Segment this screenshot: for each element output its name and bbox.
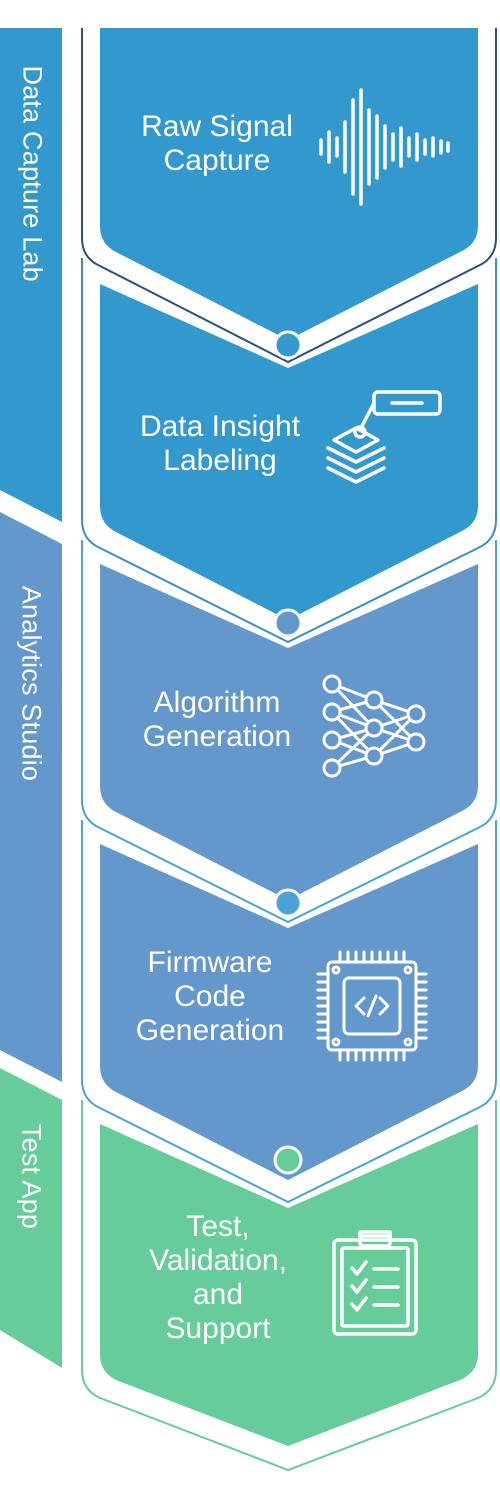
step-label-data-insight-labeling: Data Insight Labeling [120, 410, 320, 478]
step-2-line-1: Data Insight [139, 410, 301, 443]
sidebar-label-analytics-studio: Analytics Studio [16, 585, 47, 782]
sidebar-band-studio [0, 512, 62, 1082]
chevron-outline-3 [81, 540, 497, 924]
sidebar-band-test [0, 1068, 62, 1368]
step-5-line-4: Support [165, 1312, 271, 1345]
clipboard-checklist-icon [332, 1230, 418, 1336]
connector-dot-1 [273, 330, 303, 360]
step-3-line-1: Algorithm [153, 686, 281, 719]
step-5-line-2: Validation, [149, 1244, 287, 1277]
step-5-line-1: Test, [186, 1210, 250, 1243]
step-label-algorithm-generation: Algorithm Generation [117, 686, 317, 754]
sidebar-band-lab [0, 28, 62, 522]
step-label-firmware-code-generation: Firmware Code Generation [110, 946, 310, 1048]
chevron-outline-1 [81, 28, 497, 364]
step-label-raw-signal-capture: Raw Signal Capture [117, 110, 317, 178]
layer-label-icon [326, 390, 442, 484]
sidebar-label-test-app: Test App [16, 1123, 47, 1230]
chevron-step-5 [100, 1124, 478, 1446]
step-3-line-2: Generation [142, 720, 292, 753]
step-1-line-2: Capture [163, 144, 271, 177]
chip-code-icon [316, 950, 428, 1062]
step-4-line-2: Code [174, 980, 246, 1013]
connector-dot-3 [273, 888, 303, 918]
sidebar-label-data-capture-lab: Data Capture Lab [17, 65, 48, 282]
step-1-line-1: Raw Signal [141, 110, 293, 143]
chevron-step-2 [100, 284, 478, 620]
step-4-line-1: Firmware [147, 946, 273, 979]
waveform-icon [319, 88, 450, 206]
step-label-test-validation-support: Test, Validation, and Support [118, 1210, 318, 1346]
chevron-outline-4 [81, 820, 497, 1204]
chevron-step-4 [100, 844, 478, 1180]
connector-dot-4 [273, 1145, 303, 1175]
connector-dot-2 [273, 608, 303, 638]
chevron-outline-2 [81, 258, 497, 644]
chevron-step-3 [100, 564, 478, 900]
step-4-line-3: Generation [135, 1014, 285, 1047]
neural-network-icon [322, 674, 426, 778]
step-2-line-2: Labeling [163, 444, 277, 477]
chevron-outline-5 [81, 1100, 497, 1472]
step-5-line-3: and [192, 1278, 244, 1311]
chevron-step-1 [100, 28, 478, 340]
